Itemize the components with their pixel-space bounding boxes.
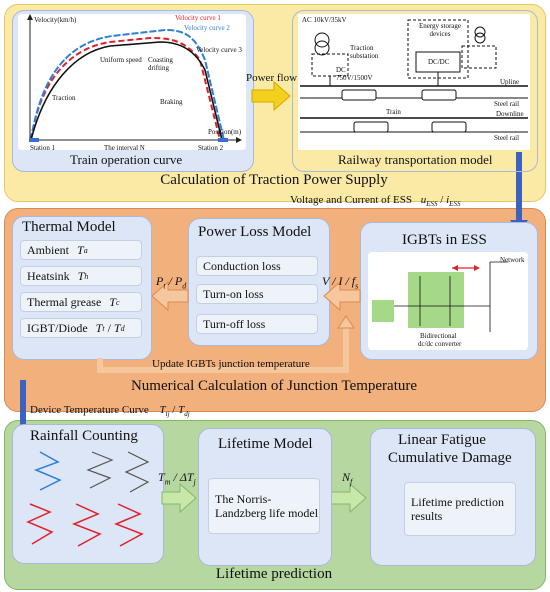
interval-label: The interval N	[104, 144, 145, 152]
downline-label: Downline	[496, 110, 524, 118]
vif-arrow-label: V / I / fs	[322, 274, 359, 291]
legend-velocity-3: Velocity curve 3	[196, 46, 242, 54]
x-axis-label: Position(m)	[208, 128, 242, 136]
station-1-label: Station 1	[30, 144, 56, 152]
rainfall-counting-title: Rainfall Counting	[30, 428, 138, 444]
lifetime-result-box: Lifetime prediction results	[404, 482, 516, 536]
railway-model-caption: Railway transportation model	[338, 152, 493, 167]
annotation-uniform-speed: Uniform speed	[100, 56, 142, 64]
upline-label: Upline	[500, 78, 520, 86]
device-temperature-curve-label: Device Temperature Curve Ttj / Tdj	[30, 404, 190, 419]
converter-label-1: Bidirectional	[420, 332, 457, 340]
ess-voltage-current-label: Voltage and Current of ESS uESS / iESS	[290, 194, 461, 209]
ess-label: Energy storage devices	[418, 22, 462, 38]
loss-item-turn-off: Turn-off loss	[196, 314, 318, 334]
power-loss-title: Power Loss Model	[198, 224, 312, 240]
dcdc-label: DC/DC	[428, 58, 450, 66]
stage2-title: Numerical Calculation of Junction Temper…	[130, 378, 418, 394]
fatigue-title-1: Linear Fatigue	[398, 432, 486, 448]
fatigue-title-2: Cumulative Damage	[388, 450, 512, 466]
power-loss-arrow-label: Pt / Pd	[156, 274, 187, 291]
converter-label-2: dc/dc converter	[418, 340, 462, 348]
thermal-model-title: Thermal Model	[22, 219, 116, 235]
annotation-coasting: Coasting drifting	[148, 56, 173, 72]
annotation-braking: Braking	[160, 98, 183, 106]
train-operation-caption: Train operation curve	[70, 152, 183, 167]
legend-velocity-2: Velocity curve 2	[184, 24, 230, 32]
loss-item-conduction: Conduction loss	[196, 256, 318, 276]
dc-label: DC 750V/1500V	[336, 66, 373, 82]
update-junction-label: Update IGBTs junction temperature	[152, 358, 310, 370]
igbt-ess-title: IGBTs in ESS	[402, 232, 487, 248]
power-flow-label: Power flow	[246, 72, 298, 84]
norris-landzberg-box: The Norris-Landzberg life model	[208, 478, 320, 534]
stage1-title: Calculation of Traction Power Supply	[160, 172, 388, 188]
ac-label: AC 10kV/35kV	[302, 16, 347, 24]
network-label: Network	[500, 256, 525, 264]
legend-velocity-1: Velocity curve 1	[175, 14, 221, 22]
lifetime-model-title: Lifetime Model	[218, 436, 313, 452]
stage3-title: Lifetime prediction	[215, 566, 333, 582]
railway-model-panel	[292, 10, 538, 172]
annotation-traction: Traction	[52, 94, 76, 102]
y-axis-label: Velocity(km/h)	[34, 16, 77, 24]
steel-rail-label-1: Steel rail	[494, 100, 520, 108]
substation-label: Traction substation	[350, 44, 379, 60]
tm-arrow-label: Tm / ΔTj	[158, 470, 196, 487]
station-2-label: Station 2	[198, 144, 224, 152]
steel-rail-label-2: Steel rail	[494, 134, 520, 142]
nf-arrow-label: Nf	[342, 470, 353, 487]
loss-item-turn-on: Turn-on loss	[196, 284, 318, 304]
train-label: Train	[386, 108, 401, 116]
